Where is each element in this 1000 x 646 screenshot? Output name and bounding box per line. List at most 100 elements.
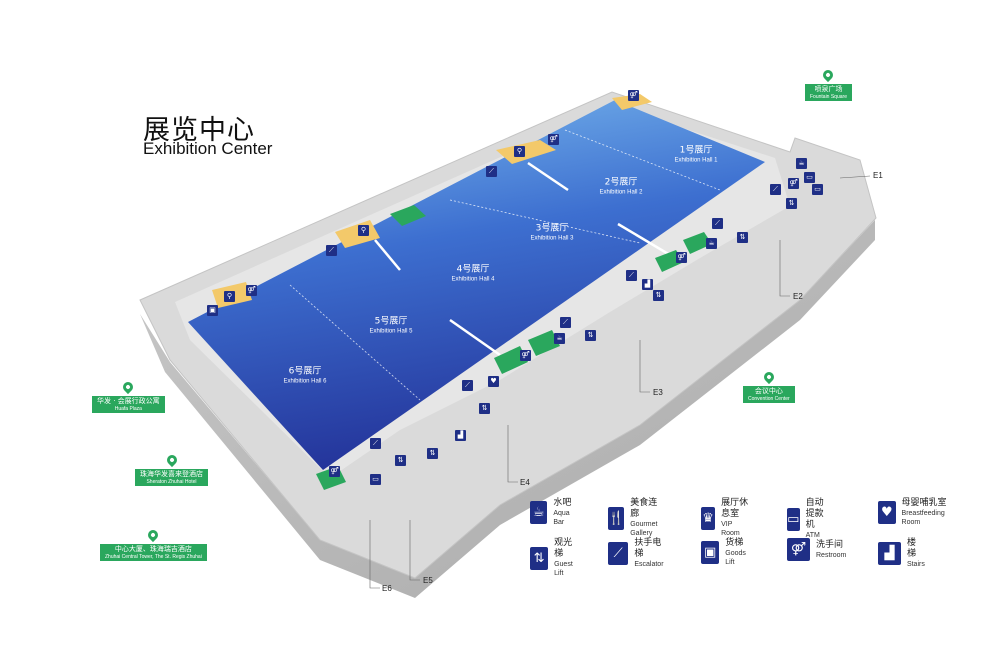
mother-baby-icon: ♥ — [878, 501, 896, 524]
map-guest-lift-icon[interactable]: ⇅ — [479, 403, 490, 414]
map-guest-lift-icon[interactable]: ⇅ — [737, 232, 748, 243]
green-area — [494, 346, 528, 374]
poi-label-en: Huafa Plaza — [114, 406, 142, 412]
entrance-e3: E3 — [653, 388, 663, 397]
poi-label-en: Fountain Square — [810, 94, 847, 100]
goods-lift-icon: ▣ — [701, 541, 720, 564]
divider-4-5 — [449, 318, 501, 357]
legend-zh: 美食连廊 — [630, 498, 658, 519]
map-restroom-icon[interactable]: ⚤ — [676, 252, 687, 263]
map-restroom-icon[interactable]: ⚤ — [548, 134, 559, 145]
legend-en: Breastfeeding Room — [901, 510, 945, 526]
hall-6-en: Exhibition Hall 6 — [283, 378, 327, 385]
legend-en: VIP Room — [721, 521, 740, 537]
map-escalator-icon[interactable]: ⟋ — [486, 166, 497, 177]
location-pin-icon — [121, 379, 136, 395]
map-stairs-icon[interactable]: ▟ — [455, 430, 466, 441]
map-restroom-icon[interactable]: ⚤ — [788, 178, 799, 189]
map-escalator-icon[interactable]: ⟋ — [626, 270, 637, 281]
hall-1-en: Exhibition Hall 1 — [674, 157, 718, 164]
atm-icon: ▭ — [787, 507, 800, 531]
entrance-line-e2 — [779, 240, 790, 297]
map-goods-lift-icon[interactable]: ▣ — [207, 305, 218, 316]
legend-en: Aqua Bar — [553, 510, 570, 526]
map-cup-icon[interactable]: ☕ — [554, 333, 565, 344]
hall-2-en: Exhibition Hall 2 — [599, 189, 643, 196]
poi-label-en: Zhuhai Central Tower, The St. Regis Zhuh… — [105, 554, 202, 560]
map-stairs-icon[interactable]: ▟ — [642, 279, 653, 290]
map-guest-lift-icon[interactable]: ⇅ — [427, 448, 438, 459]
legend-zh: 展厅休息室 — [721, 498, 749, 519]
divider-2-wall — [617, 222, 671, 257]
entrance-e6: E6 — [382, 584, 392, 593]
gourmet-area — [612, 94, 652, 110]
legend-zh: 母婴哺乳室 — [901, 498, 947, 508]
map-cup-icon[interactable]: ☕ — [796, 158, 807, 169]
green-area — [528, 330, 560, 356]
map-cup-icon[interactable]: ☕ — [706, 238, 717, 249]
map-escalator-icon[interactable]: ⟋ — [560, 317, 571, 328]
poi-label-zh: 华发 · 会展行政公寓 — [97, 397, 160, 405]
map-restroom-icon[interactable]: ⚤ — [329, 466, 340, 477]
location-pin-icon — [821, 67, 836, 83]
legend-en: Restroom — [816, 551, 847, 559]
legend-zh: 楼梯 — [906, 538, 916, 559]
stairs-icon: ▟ — [878, 542, 901, 565]
map-cutlery-icon[interactable]: ⚲ — [358, 225, 369, 236]
hall-floor — [188, 100, 765, 470]
legend-zh: 水吧 — [553, 498, 572, 508]
map-restroom-icon[interactable]: ⚤ — [246, 285, 257, 296]
legend-zh: 观光梯 — [554, 538, 573, 559]
legend-en: Gourmet Gallery — [630, 521, 658, 537]
vip-room-icon: ♛ — [701, 506, 716, 530]
map-restroom-icon[interactable]: ⚤ — [520, 350, 531, 361]
map-atm-icon[interactable]: ▭ — [812, 184, 823, 195]
map-atm-icon[interactable]: ▭ — [370, 474, 381, 485]
map-escalator-icon[interactable]: ⟋ — [462, 380, 473, 391]
map-escalator-icon[interactable]: ⟋ — [370, 438, 381, 449]
hall-5-label: 5号展厅 Exhibition Hall 5 — [369, 317, 412, 336]
hall-2-label: 2号展厅 Exhibition Hall 2 — [599, 178, 642, 197]
map-guest-lift-icon[interactable]: ⇅ — [585, 330, 596, 341]
cup-icon: ☕ — [530, 501, 548, 524]
poi-fountain-square[interactable]: 喷泉广场 Fountain Square — [805, 67, 852, 101]
hall-6-zh: 6号展厅 — [288, 366, 322, 377]
poi-central-tower[interactable]: 中心大厦、珠海瑞吉酒店 Zhuhai Central Tower, The St… — [100, 527, 207, 561]
hall-1-label: 1号展厅 Exhibition Hall 1 — [674, 146, 717, 165]
map-mother-baby-icon[interactable]: ♥ — [488, 376, 499, 387]
poi-convention-center[interactable]: 会议中心 Convention Center — [743, 369, 795, 403]
map-restroom-icon[interactable]: ⚤ — [628, 90, 639, 101]
map-guest-lift-icon[interactable]: ⇅ — [786, 198, 797, 209]
map-escalator-icon[interactable]: ⟋ — [712, 218, 723, 229]
escalator-icon: ⟋ — [608, 542, 629, 565]
map-atm-icon[interactable]: ▭ — [804, 172, 815, 183]
divider-6-wall — [527, 161, 569, 192]
entrance-e2: E2 — [793, 292, 803, 301]
map-escalator-icon[interactable]: ⟋ — [770, 184, 781, 195]
map-cutlery-icon[interactable]: ⚲ — [514, 146, 525, 157]
map-title-en: Exhibition Center — [143, 139, 273, 158]
entrance-e1: E1 — [873, 171, 883, 180]
map-cutlery-icon[interactable]: ⚲ — [224, 291, 235, 302]
poi-sheraton-hotel[interactable]: 珠海华发喜来登酒店 Sheraton Zhuhai Hotel — [135, 452, 208, 486]
map-guest-lift-icon[interactable]: ⇅ — [395, 455, 406, 466]
poi-label-en: Convention Center — [748, 396, 790, 402]
poi-huafa-plaza[interactable]: 华发 · 会展行政公寓 Huafa Plaza — [92, 379, 165, 413]
hall-4-zh: 4号展厅 — [456, 264, 490, 275]
hall-6-label: 6号展厅 Exhibition Hall 6 — [283, 367, 326, 386]
hall-5-zh: 5号展厅 — [374, 316, 408, 327]
entrance-line-e1 — [839, 175, 871, 179]
legend-en: Guest Lift — [554, 561, 573, 577]
map-escalator-icon[interactable]: ⟋ — [326, 245, 337, 256]
legend-item: ♛ 展厅休息室 VIP Room — [701, 498, 749, 538]
poi-label-zh: 中心大厦、珠海瑞吉酒店 — [114, 545, 192, 553]
map-guest-lift-icon[interactable]: ⇅ — [653, 290, 664, 301]
entrance-e4: E4 — [520, 478, 530, 487]
green-area — [390, 205, 426, 226]
